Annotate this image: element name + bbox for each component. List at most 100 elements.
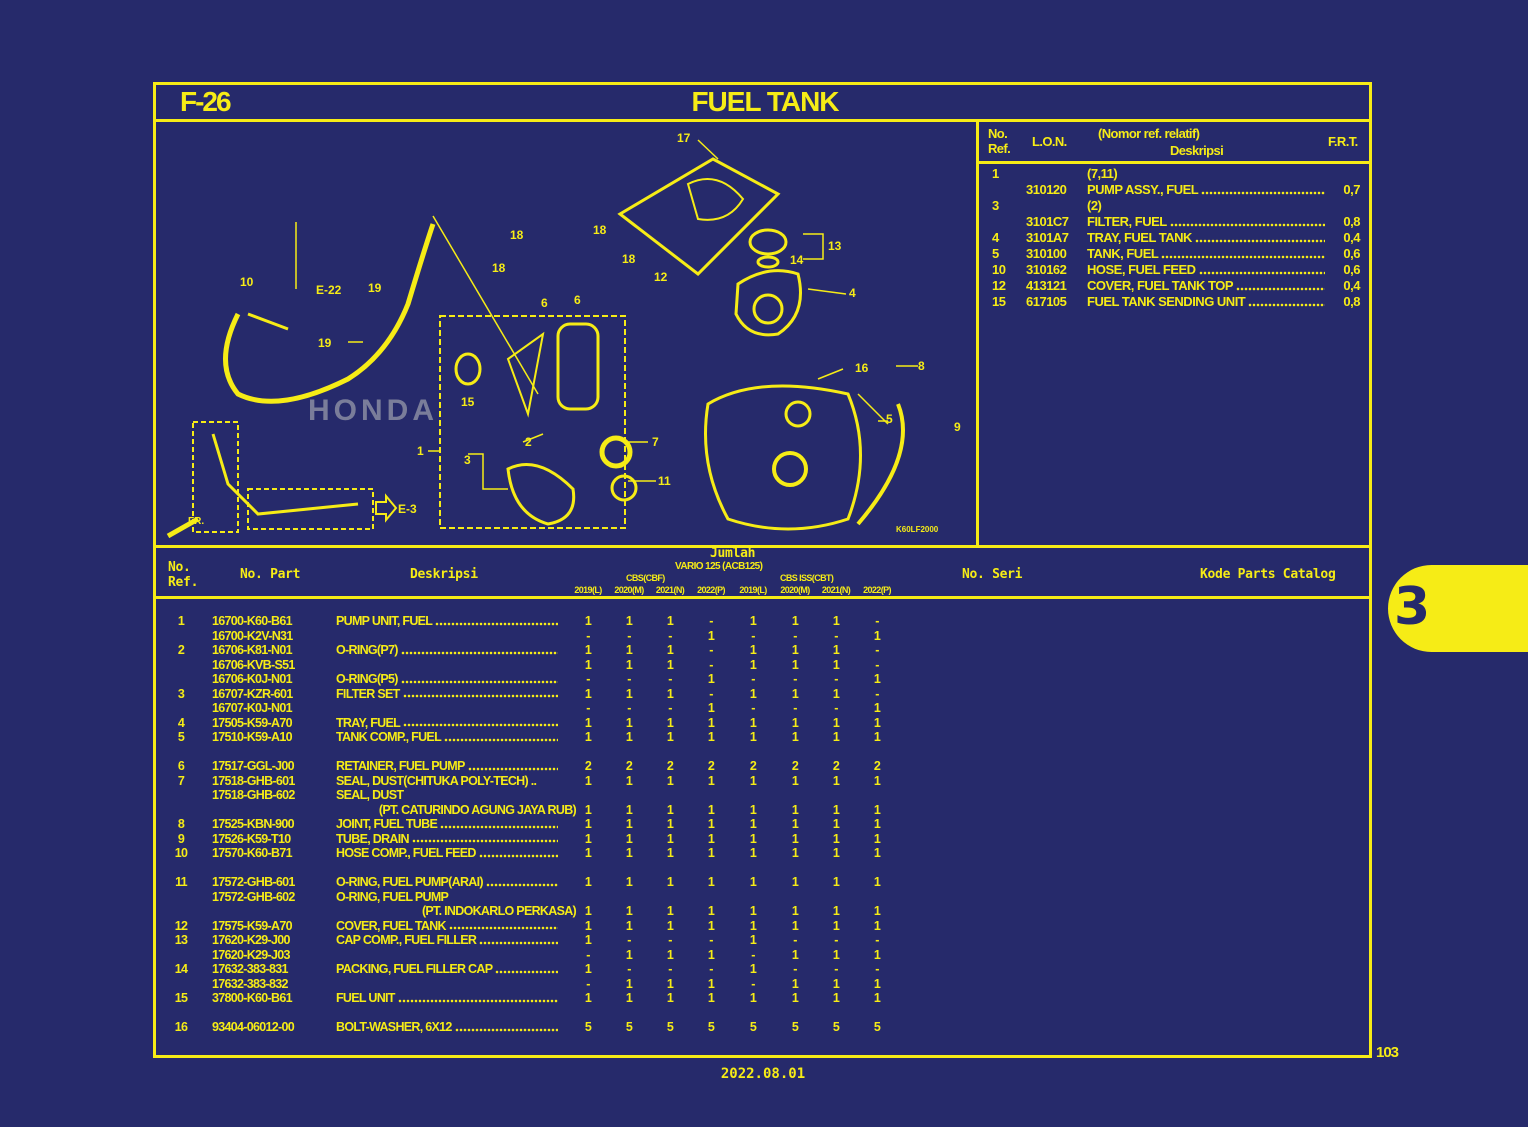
quantity: - — [709, 686, 713, 701]
part-description: O-RING(P7) — [336, 643, 558, 658]
fuel-tank-part — [704, 384, 862, 531]
dot-leader — [400, 643, 558, 658]
quantity: 1 — [625, 715, 633, 730]
part-number: 17518-GHB-601 — [212, 773, 295, 788]
lon-code: 413121 — [1026, 278, 1067, 293]
callout-e3: E-3 — [398, 502, 417, 516]
year-header: 2019(L) — [739, 585, 767, 595]
part-description: HOSE COMP., FUEL FEED — [336, 846, 558, 861]
part-number: 37800-K60-B61 — [212, 991, 293, 1005]
callout-7: 7 — [652, 435, 659, 449]
callout-11: 11 — [658, 474, 671, 488]
quantity: 1 — [625, 918, 633, 933]
quantity: 1 — [749, 846, 757, 860]
callout-8: 8 — [918, 359, 925, 373]
quantity: 1 — [873, 918, 881, 933]
o-ring-part — [610, 474, 638, 502]
frt-value: 0,8 — [1343, 214, 1360, 229]
dot-leader — [440, 817, 558, 832]
quantity: 1 — [749, 962, 757, 976]
quantity: 1 — [707, 831, 715, 846]
ref-description-text: (2) — [1087, 198, 1102, 213]
quantity: 1 — [749, 817, 757, 831]
part-description: FUEL UNIT — [336, 991, 558, 1006]
ref-number: 16 — [174, 1020, 188, 1034]
ref-description: (2) — [1087, 198, 1327, 214]
ref-number: 5 — [992, 246, 999, 261]
quantity: 5 — [584, 1020, 592, 1034]
quantity: - — [586, 976, 590, 991]
part-description-text: JOINT, FUEL TUBE — [336, 817, 438, 831]
dot-leader — [1194, 230, 1325, 246]
frt-value: 0,6 — [1343, 246, 1360, 261]
publication-date: 2022.08.01 — [720, 1066, 806, 1082]
ref-description: TRAY, FUEL TANK — [1087, 230, 1325, 246]
callout-18: 18 — [593, 223, 607, 237]
ref-header-desc: Deskripsi — [1170, 143, 1224, 158]
quantity: 1 — [749, 773, 757, 788]
quantity: - — [834, 628, 838, 643]
quantity: 2 — [625, 759, 633, 773]
part-description: O-RING(P5) — [336, 672, 558, 687]
quantity: - — [793, 962, 797, 976]
ref-table-row: 1(7,11) — [990, 166, 1360, 182]
part-description-text: O-RING, FUEL PUMP(ARAI) — [336, 875, 484, 889]
quantity: 1 — [749, 875, 757, 889]
quantity: - — [668, 628, 672, 643]
quantity: 1 — [666, 657, 674, 672]
quantity: 1 — [707, 947, 715, 962]
cover-part — [734, 269, 802, 337]
dot-leader — [448, 918, 558, 933]
ref-table-row: 5 310100 TANK, FUEL 0,6 — [990, 246, 1360, 262]
ref-description-text: TANK, FUEL — [1087, 246, 1159, 261]
quantity: - — [834, 672, 838, 686]
quantity: 1 — [791, 918, 799, 933]
dot-leader — [1198, 262, 1325, 278]
part-description-text: FILTER SET — [336, 686, 400, 701]
quantity: 1 — [832, 904, 840, 918]
quantity: 1 — [791, 831, 799, 846]
frt-value: 0,8 — [1343, 294, 1360, 309]
quantity: 1 — [666, 643, 674, 657]
quantity: 1 — [707, 628, 715, 643]
part-number: 93404-06012-00 — [212, 1020, 295, 1034]
quantity: - — [709, 657, 713, 672]
part-number: 17510-K59-A10 — [212, 730, 293, 744]
quantity: 1 — [749, 991, 757, 1005]
dot-leader — [467, 759, 558, 774]
quantity: 1 — [707, 846, 715, 860]
parts-header-group-cbs-iss: CBS ISS(CBT) — [780, 573, 834, 583]
part-description-text: RETAINER, FUEL PUMP — [336, 759, 465, 773]
quantity: 1 — [625, 846, 633, 860]
ref-header-lon: L.O.N. — [1032, 134, 1067, 149]
quantity: 1 — [666, 875, 674, 889]
part-number: 17575-K59-A70 — [212, 918, 293, 933]
callout-6: 6 — [574, 293, 581, 307]
quantity: - — [834, 962, 838, 976]
ref-description: (7,11) — [1087, 166, 1327, 182]
quantity: 5 — [666, 1020, 674, 1034]
quantity: 1 — [584, 991, 592, 1005]
section-code: F-26 — [180, 86, 232, 117]
quantity: 1 — [791, 715, 799, 730]
quantity: 2 — [832, 759, 840, 773]
part-number: 17572-GHB-602 — [212, 889, 295, 904]
section-tab[interactable]: 3 — [1388, 565, 1528, 652]
quantity: - — [875, 657, 879, 672]
quantity: 1 — [832, 817, 840, 831]
quantity: 1 — [666, 947, 674, 962]
part-description: TRAY, FUEL — [336, 715, 558, 730]
page-frame — [153, 82, 1372, 1058]
ref-header-note: (Nomor ref. relatif) — [1098, 126, 1200, 141]
quantity: 1 — [749, 686, 757, 701]
parts-header-ref-line2: Ref. — [168, 575, 199, 590]
lon-code: 310100 — [1026, 246, 1067, 261]
